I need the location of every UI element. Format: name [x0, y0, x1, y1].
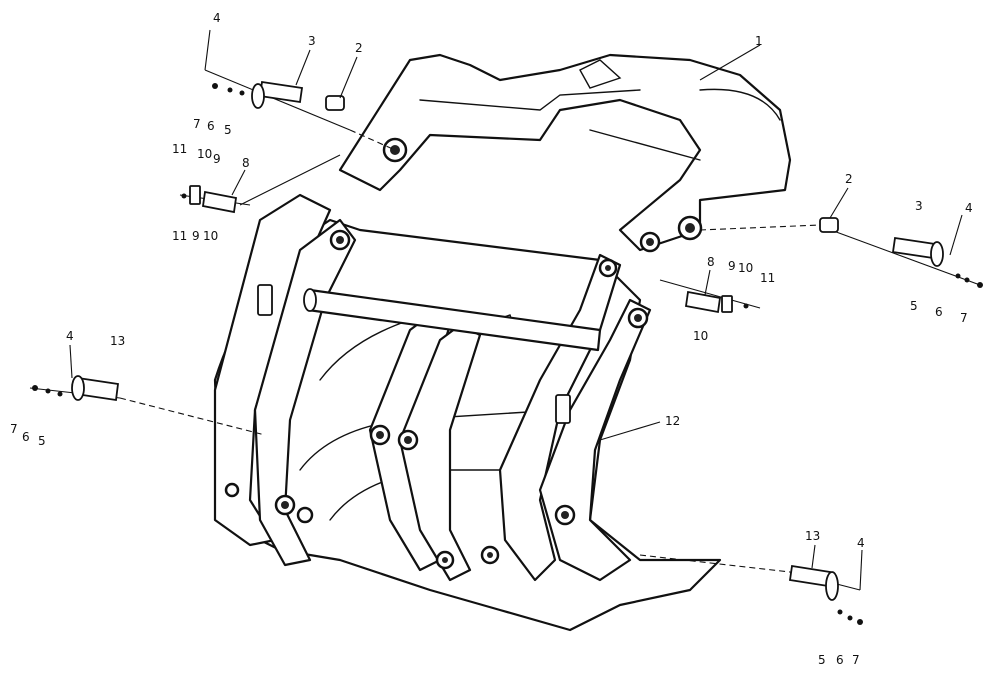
callout-2-right: 2: [845, 172, 853, 186]
callout-3: 3: [308, 34, 316, 48]
callout-13-bottom: 13: [805, 529, 820, 543]
callout-6-bottom: 6: [836, 653, 844, 667]
callout-4-bottom: 4: [857, 536, 865, 550]
center-tines: [368, 313, 516, 582]
callout-6: 6: [207, 119, 215, 133]
callout-8: 8: [242, 156, 250, 170]
pin-set-mid-left: [179, 154, 341, 214]
callout-6-left: 6: [22, 430, 30, 444]
callout-9: 9: [213, 152, 221, 166]
callout-4: 4: [213, 11, 221, 25]
callout-11: 11: [172, 142, 187, 156]
leader-12: [599, 421, 661, 441]
callout-10-b: 10: [203, 229, 218, 243]
callout-10-right: 10: [738, 261, 753, 275]
callout-10: 10: [197, 147, 212, 161]
pin-set-right: [699, 187, 983, 288]
callout-2: 2: [355, 41, 363, 55]
callout-4-right: 4: [965, 201, 973, 215]
callout-1: 1: [755, 34, 763, 48]
callout-9-b: 9: [192, 229, 200, 243]
pin-set-top-left: [204, 29, 761, 151]
left-tine: [253, 218, 357, 567]
callout-5: 5: [224, 123, 232, 137]
callout-12: 12: [665, 414, 680, 428]
callout-7-bottom: 7: [852, 653, 860, 667]
callout-8-right: 8: [707, 255, 715, 269]
callout-10-right-b: 10: [693, 329, 708, 343]
callout-5-left: 5: [38, 434, 46, 448]
callout-6-right: 6: [935, 305, 943, 319]
pin-set-bottom-right: [639, 544, 863, 625]
callout-7-left: 7: [10, 422, 18, 436]
pin-set-left: [29, 344, 266, 436]
callout-7: 7: [193, 117, 201, 131]
callout-11-b: 11: [172, 229, 187, 243]
callout-9-right: 9: [728, 259, 736, 273]
callout-5-bottom: 5: [818, 653, 826, 667]
callout-13-left: 13: [110, 334, 125, 348]
pin-set-mid-right: [659, 269, 761, 314]
callout-11-right: 11: [760, 271, 775, 285]
callout-5-right: 5: [910, 299, 918, 313]
boom-arm-frame: [338, 53, 792, 253]
cross-tube: [303, 288, 602, 352]
callout-7-right: 7: [960, 311, 968, 325]
callout-labels: 4 3 2 7 6 5 1 11 10 9 8 11 9 10 2 3 4 5 …: [10, 11, 973, 667]
callout-4-left: 4: [66, 329, 74, 343]
callout-3-right: 3: [915, 199, 923, 213]
